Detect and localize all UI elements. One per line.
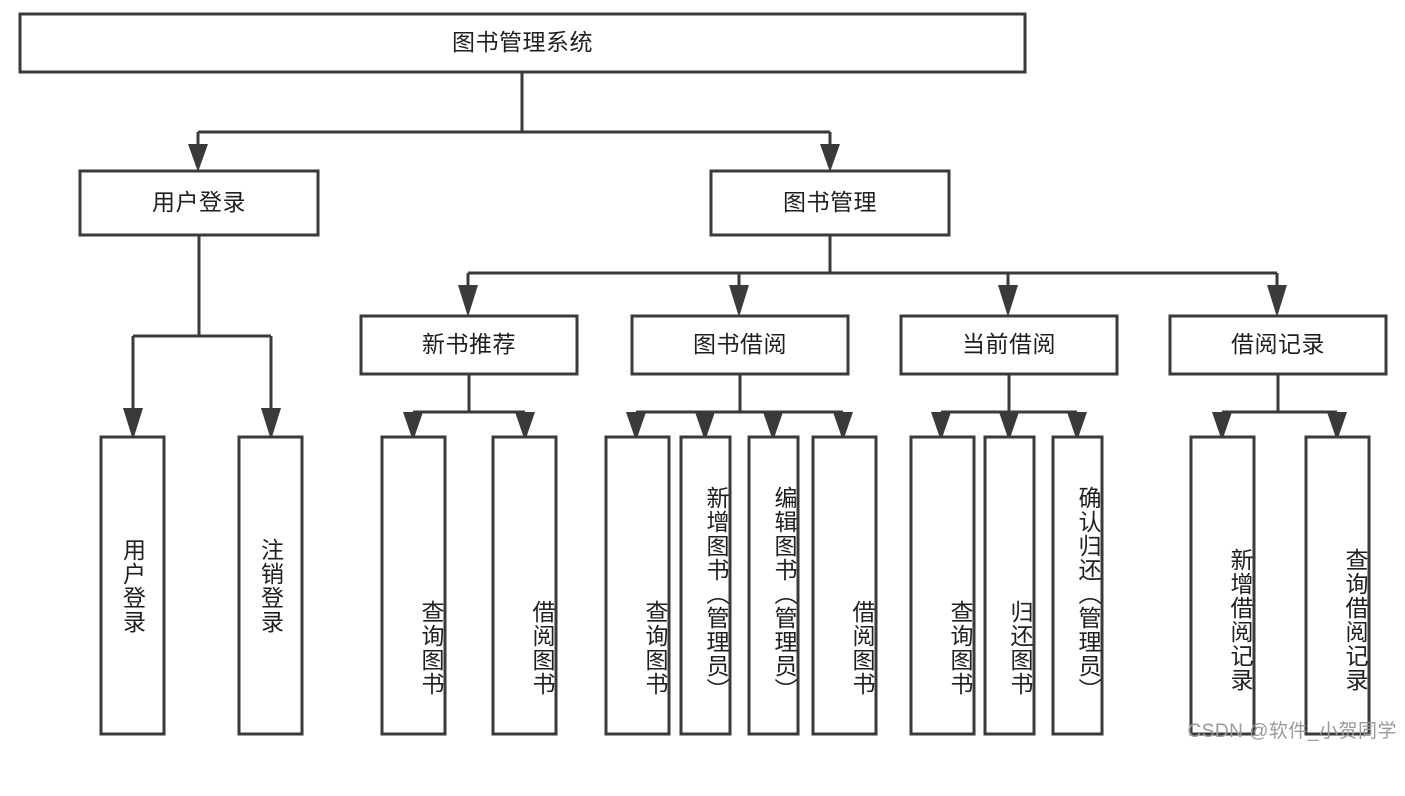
arrow-head-newbook-leaf-1 xyxy=(403,412,423,441)
node-box-leaf-confirm-return-admin[interactable] xyxy=(1051,435,1104,736)
flowchart-canvas: 图书管理系统 用户登录 图书管理 新书推荐 图书借阅 当前借阅 借阅记录 用户登… xyxy=(18,12,1397,742)
node-box-leaf-borrow-book-2[interactable] xyxy=(811,435,878,736)
arrow-head-borrow-leaf-2 xyxy=(695,412,715,441)
arrow-head-book-borrow xyxy=(729,285,749,317)
arrow-head-current-leaf-1 xyxy=(931,412,951,441)
arrow-head-borrow-leaf-3 xyxy=(763,412,783,441)
arrow-head-leaf-logout xyxy=(261,408,281,440)
node-box-user-login[interactable] xyxy=(78,169,320,237)
arrow-head-current-leaf-2 xyxy=(999,412,1019,441)
node-box-borrow-record[interactable] xyxy=(1168,314,1388,376)
arrow-head-borrow-leaf-4 xyxy=(833,412,853,441)
node-box-leaf-add-record[interactable] xyxy=(1189,435,1256,736)
node-box-leaf-logout[interactable] xyxy=(237,435,304,736)
arrow-head-borrow-records xyxy=(1267,285,1287,317)
arrow-head-current-leaf-3 xyxy=(1067,412,1087,441)
node-box-current-borrow[interactable] xyxy=(899,314,1119,376)
node-box-root[interactable] xyxy=(18,12,1027,74)
node-box-leaf-query-book-3[interactable] xyxy=(909,435,976,736)
watermark-label: CSDN @软件_小贺同学 xyxy=(1187,721,1397,742)
node-box-leaf-user-login[interactable] xyxy=(99,435,166,736)
node-box-new-book-recommend[interactable] xyxy=(359,314,579,376)
arrow-head-userlogin xyxy=(188,144,208,172)
node-box-leaf-borrow-book-1[interactable] xyxy=(491,435,558,736)
arrow-head-leaf-user-login xyxy=(123,408,143,440)
arrow-head-new-book xyxy=(458,285,478,317)
arrow-head-newbook-leaf-2 xyxy=(515,412,535,441)
node-box-leaf-query-book-2[interactable] xyxy=(604,435,671,736)
arrow-head-current-borrow xyxy=(998,285,1018,317)
arrow-head-records-leaf-1 xyxy=(1212,412,1232,441)
arrow-head-records-leaf-2 xyxy=(1327,412,1347,441)
arrow-head-borrow-leaf-1 xyxy=(626,412,646,441)
node-box-leaf-add-book-admin[interactable] xyxy=(679,435,732,736)
node-box-leaf-edit-book-admin[interactable] xyxy=(747,435,800,736)
node-box-leaf-return-book[interactable] xyxy=(983,435,1036,736)
flowchart-connectors-layer xyxy=(18,12,1388,736)
node-box-leaf-query-book-1[interactable] xyxy=(380,435,447,736)
node-box-book-borrow[interactable] xyxy=(630,314,850,376)
node-box-leaf-query-record[interactable] xyxy=(1304,435,1371,736)
arrow-head-bookmgmt xyxy=(820,144,840,172)
node-box-book-management[interactable] xyxy=(709,169,951,237)
